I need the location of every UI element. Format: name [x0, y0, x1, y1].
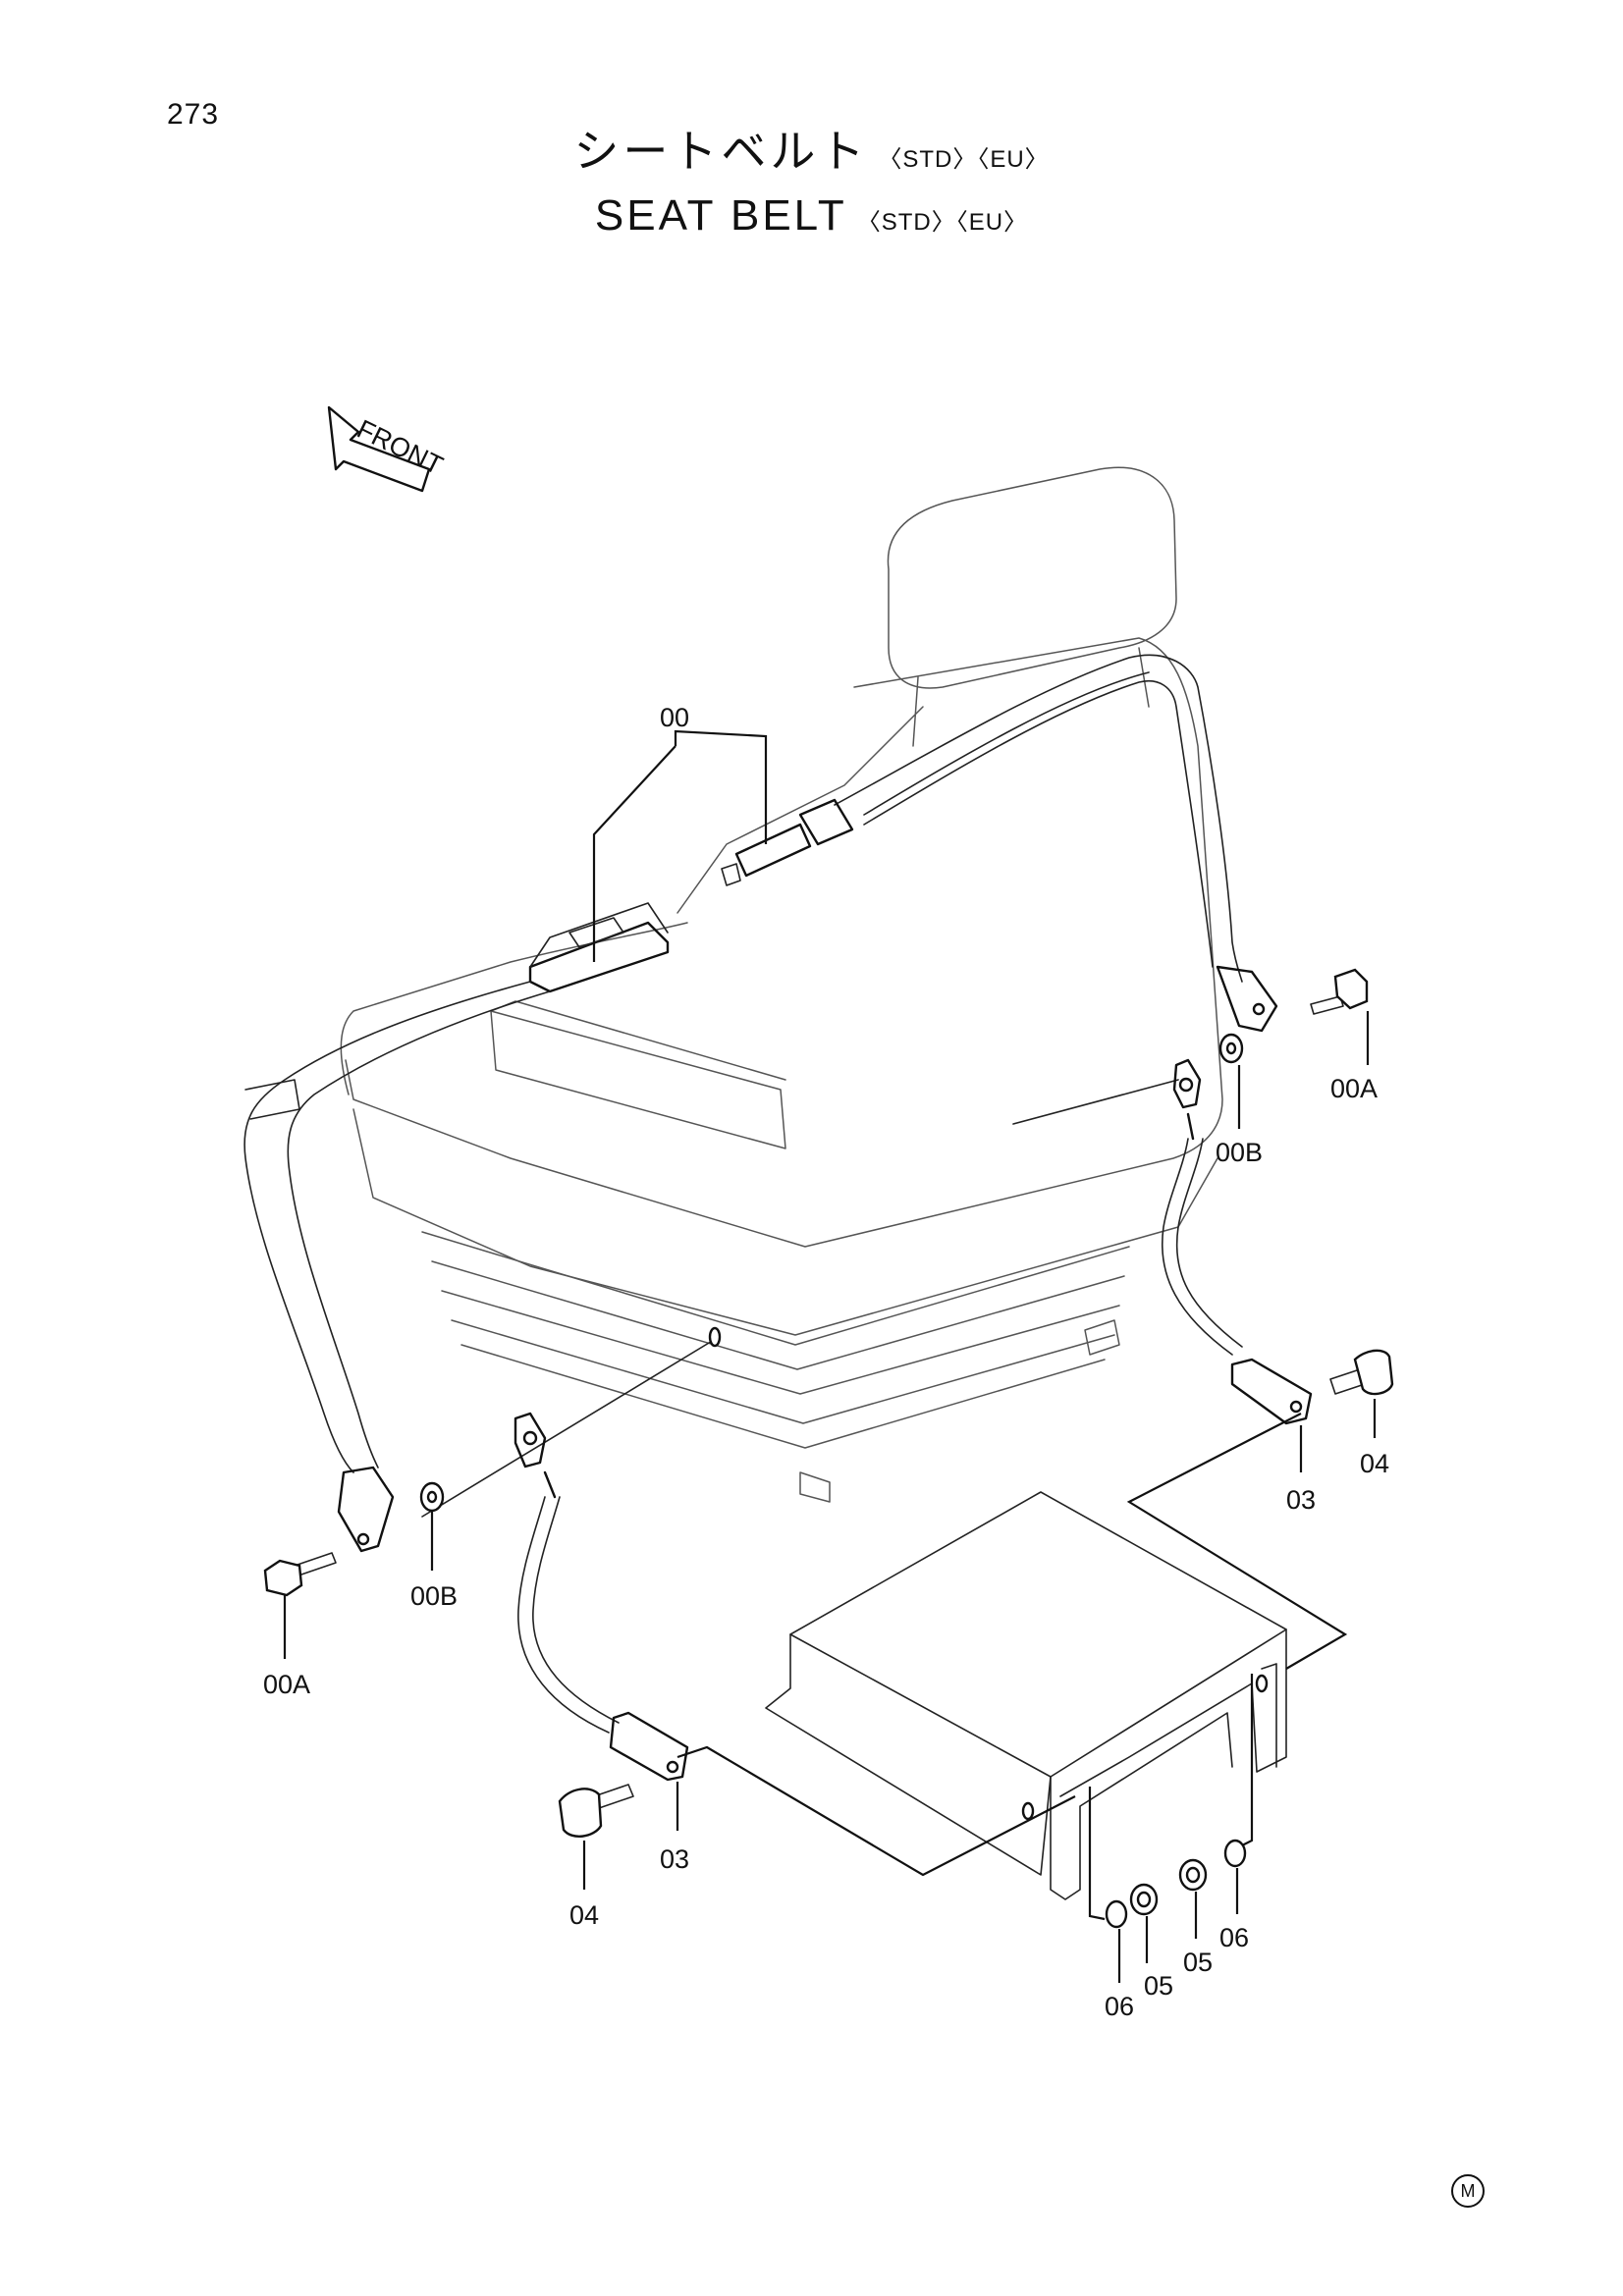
leader-lines [283, 729, 1377, 1983]
label-part-00: 00 [660, 703, 689, 732]
title-japanese: シートベルト〈STD〉〈EU〉 [0, 126, 1623, 178]
washer-00B-left-icon [419, 1481, 445, 1513]
title-english-text: SEAT BELT [594, 190, 847, 240]
nut-05-left-icon [1129, 1883, 1159, 1916]
title-english: SEAT BELT 〈STD〉〈EU〉 [0, 191, 1623, 241]
nut-05-right-icon [1178, 1858, 1208, 1892]
ground-cable-left [421, 1326, 722, 1782]
label-part-00B-right: 00B [1216, 1138, 1263, 1167]
page-number: 273 [167, 98, 220, 131]
label-part-03-right: 03 [1286, 1485, 1316, 1515]
label-part-06-left: 06 [1105, 1992, 1134, 2021]
ground-cable-right [1012, 1058, 1313, 1425]
bolt-04-left-icon [558, 1784, 634, 1838]
bolt-04-right-icon [1329, 1349, 1394, 1396]
front-arrow-icon: FRONT [327, 405, 448, 493]
label-part-03-left: 03 [660, 1844, 689, 1874]
bolt-00A-right-icon [1310, 968, 1369, 1015]
label-part-00B-left: 00B [410, 1581, 458, 1611]
seat-belt-buckle [528, 902, 670, 993]
title-japanese-suffix: 〈STD〉〈EU〉 [878, 146, 1050, 173]
label-part-00A-right: 00A [1330, 1074, 1378, 1103]
label-part-05-right: 05 [1183, 1948, 1213, 1977]
washer-00B-right-icon [1218, 1033, 1244, 1064]
seat-belt-strap-left [243, 981, 551, 1553]
label-part-06-right: 06 [1219, 1923, 1249, 1952]
bolt-00A-left-icon [263, 1552, 337, 1597]
washer-06-right-icon [1223, 1839, 1247, 1868]
label-part-04-right: 04 [1360, 1449, 1389, 1478]
page-title: シートベルト〈STD〉〈EU〉 SEAT BELT〈STD〉〈EU〉 [0, 126, 1623, 240]
washer-06-left-icon [1105, 1899, 1128, 1929]
label-part-05-left: 05 [1144, 1971, 1173, 2001]
seat-belt-strap-right [721, 654, 1278, 1033]
manufacturer-mark-icon: M [1451, 2174, 1485, 2208]
title-japanese-text: シートベルト [573, 126, 869, 177]
operator-seat [340, 466, 1223, 1503]
title-english-suffix: 〈STD〉〈EU〉 [856, 208, 1029, 236]
seat-support-bracket [765, 1491, 1287, 1900]
label-part-04-left: 04 [569, 1900, 599, 1930]
label-part-00A-left: 00A [263, 1670, 310, 1699]
